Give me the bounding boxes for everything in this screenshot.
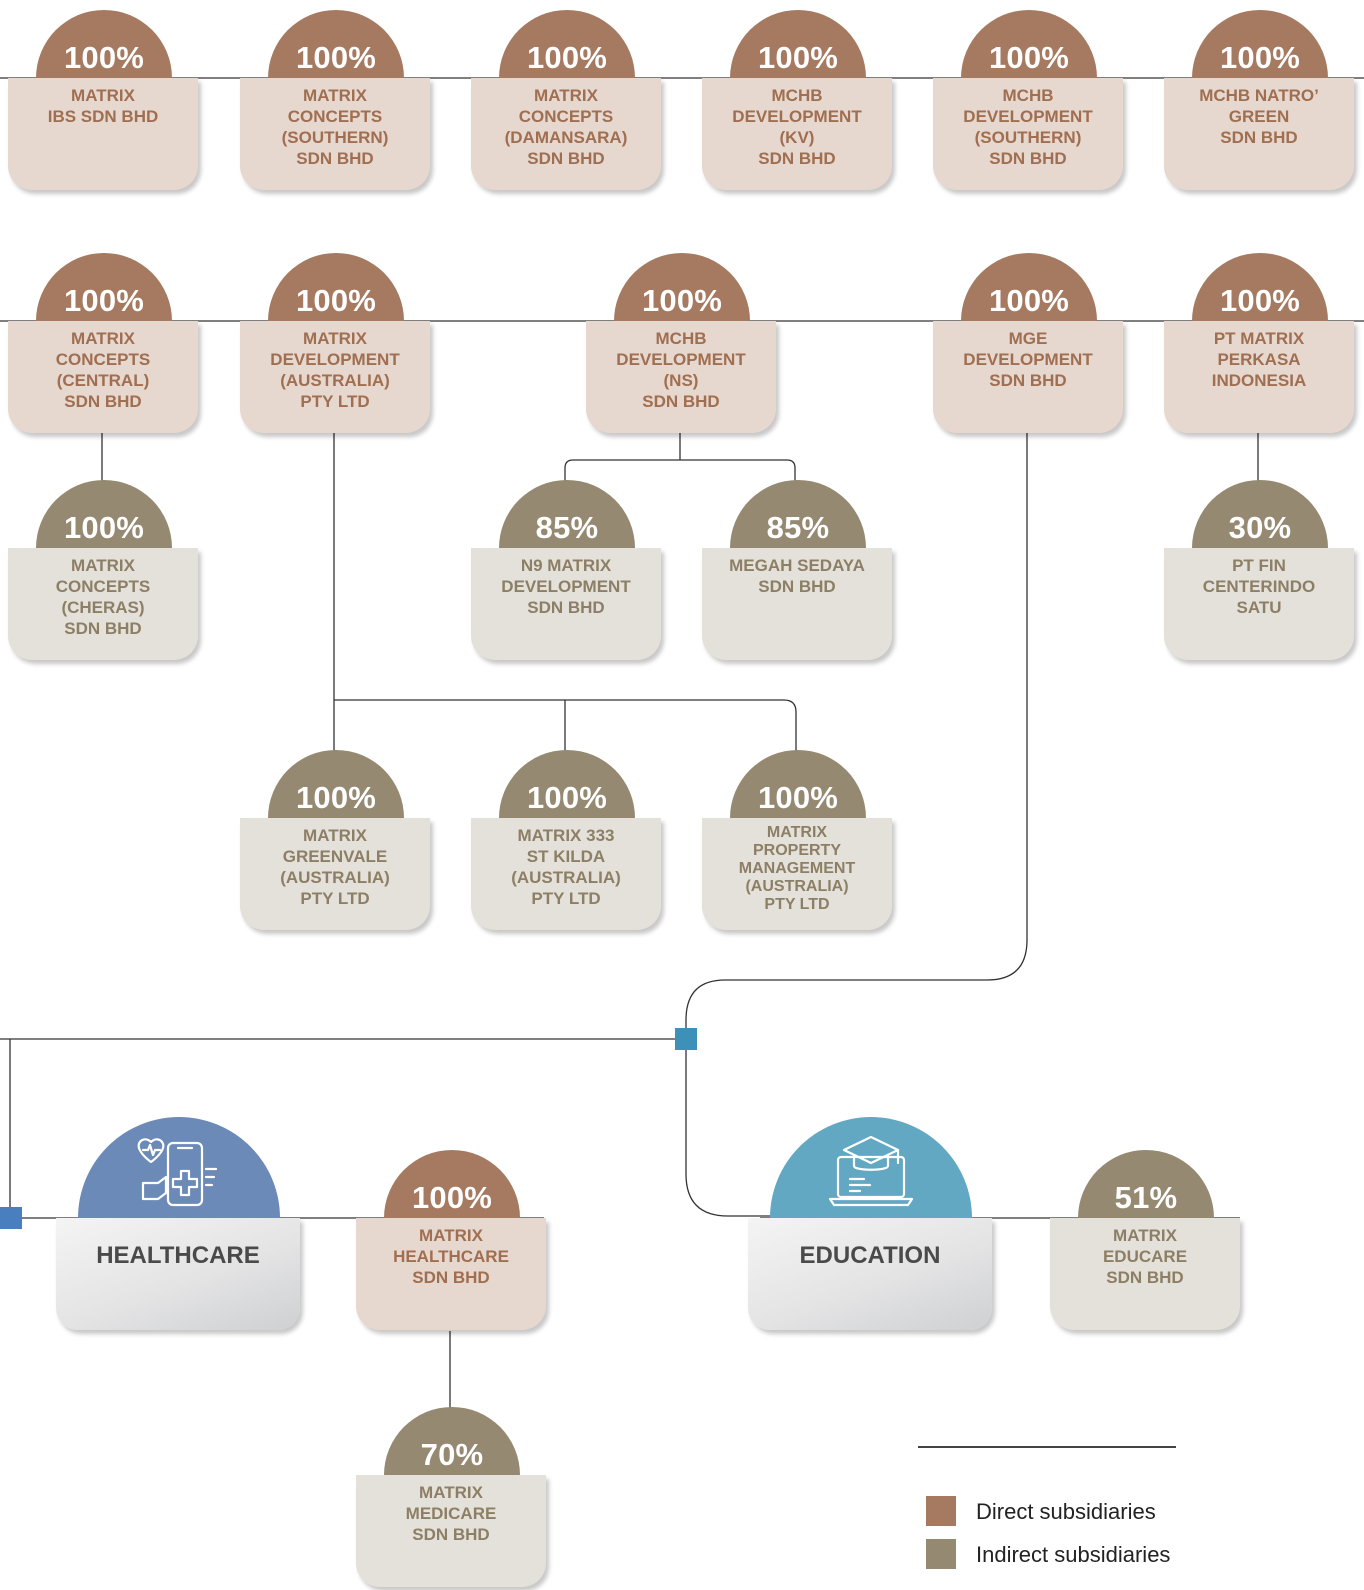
connector-square-left: [0, 1207, 22, 1229]
company-name: MATRIX PROPERTY MANAGEMENT (AUSTRALIA) P…: [702, 818, 892, 930]
legend-divider: [918, 1446, 1176, 1448]
legend-swatch-indirect: [926, 1539, 956, 1569]
healthcare-phone-heart-icon: [137, 1138, 218, 1207]
company-name: MCHB NATRO’ GREEN SDN BHD: [1164, 78, 1354, 190]
company-name: MATRIX IBS SDN BHD: [8, 78, 198, 190]
legend-item-direct: Direct subsidiaries: [926, 1496, 1186, 1526]
company-name: MCHB DEVELOPMENT (NS) SDN BHD: [586, 321, 776, 433]
education-laptop-graduation-cap-icon: [828, 1135, 914, 1207]
connector-square-blue: [675, 1028, 697, 1050]
sector-label: EDUCATION: [748, 1218, 992, 1330]
legend-label: Indirect subsidiaries: [976, 1542, 1171, 1567]
ownership-percent: 100%: [36, 480, 172, 548]
company-name: MATRIX GREENVALE (AUSTRALIA) PTY LTD: [240, 818, 430, 930]
company-name: MATRIX CONCEPTS (CENTRAL) SDN BHD: [8, 321, 198, 433]
company-name: MATRIX HEALTHCARE SDN BHD: [356, 1218, 546, 1330]
company-name: PT MATRIX PERKASA INDONESIA: [1164, 321, 1354, 433]
legend-item-indirect: Indirect subsidiaries: [926, 1539, 1186, 1569]
company-name: MATRIX CONCEPTS (SOUTHERN) SDN BHD: [240, 78, 430, 190]
legend-swatch-direct: [926, 1496, 956, 1526]
company-name: MATRIX DEVELOPMENT (AUSTRALIA) PTY LTD: [240, 321, 430, 433]
sector-label: HEALTHCARE: [56, 1218, 300, 1330]
company-name: MEGAH SEDAYA SDN BHD: [702, 548, 892, 660]
n9-children-line: [564, 433, 796, 548]
company-name: N9 MATRIX DEVELOPMENT SDN BHD: [471, 548, 661, 660]
company-name: MATRIX CONCEPTS (CHERAS) SDN BHD: [8, 548, 198, 660]
company-name: MATRIX EDUCARE SDN BHD: [1050, 1218, 1240, 1330]
company-name: MATRIX MEDICARE SDN BHD: [356, 1475, 546, 1587]
mge-connector-line: [685, 433, 1028, 1217]
sector-bus: [0, 1038, 686, 1218]
legend-label: Direct subsidiaries: [976, 1499, 1156, 1524]
ownership-percent: 100%: [1192, 253, 1328, 321]
company-name: MGE DEVELOPMENT SDN BHD: [933, 321, 1123, 433]
company-name: PT FIN CENTERINDO SATU: [1164, 548, 1354, 660]
company-name: MATRIX CONCEPTS (DAMANSARA) SDN BHD: [471, 78, 661, 190]
company-name: MCHB DEVELOPMENT (SOUTHERN) SDN BHD: [933, 78, 1123, 190]
ownership-percent: 100%: [36, 10, 172, 78]
company-name: MCHB DEVELOPMENT (KV) SDN BHD: [702, 78, 892, 190]
company-name: MATRIX 333 ST KILDA (AUSTRALIA) PTY LTD: [471, 818, 661, 930]
